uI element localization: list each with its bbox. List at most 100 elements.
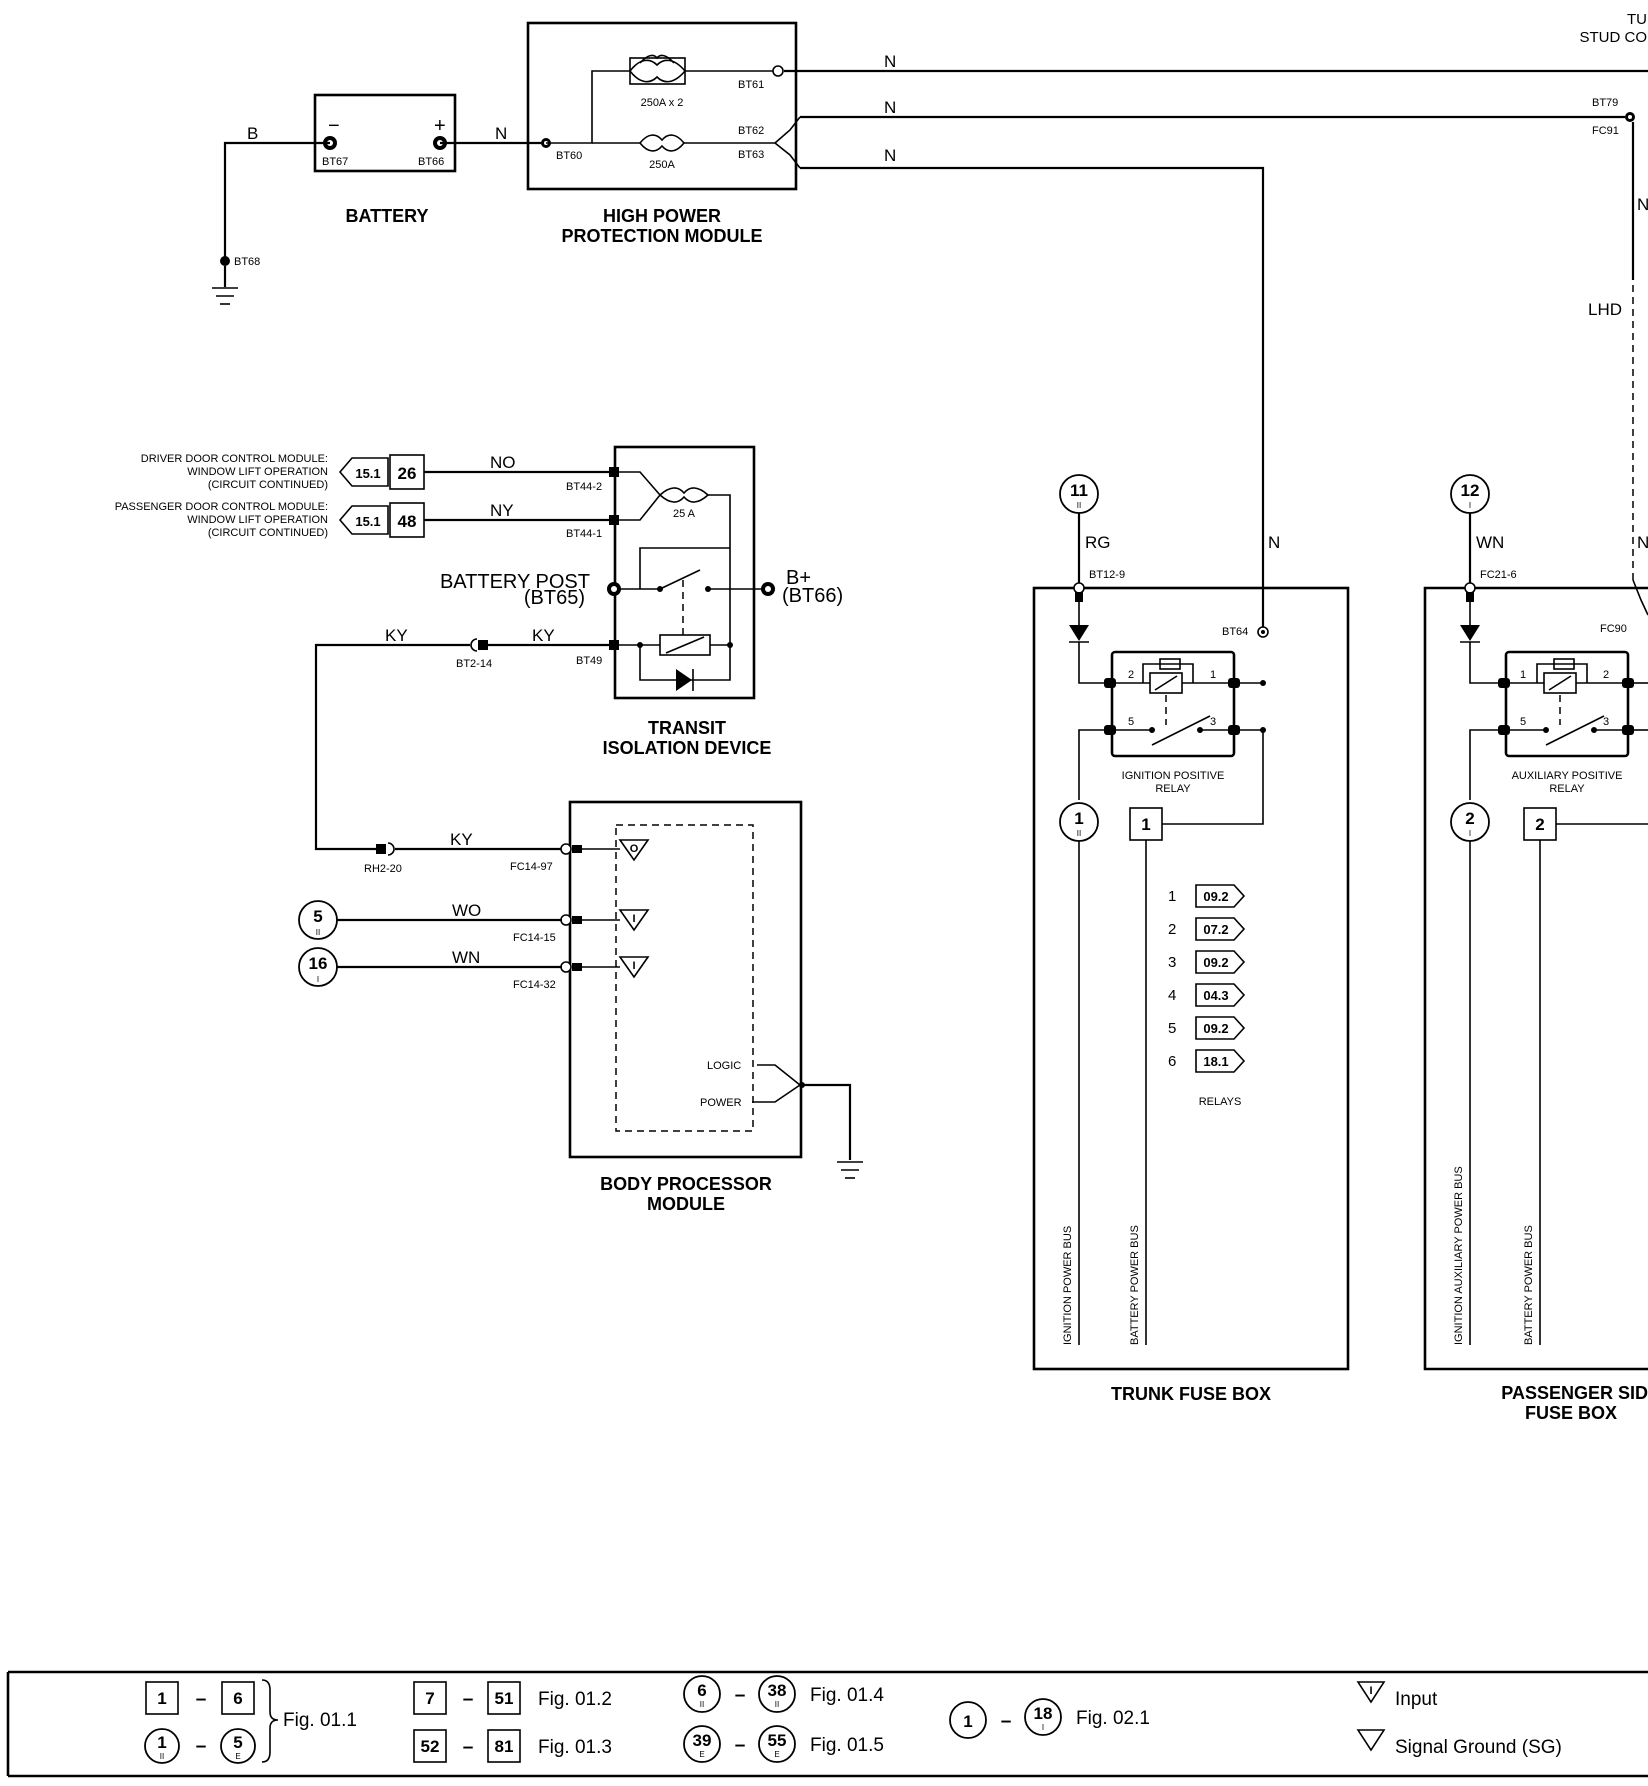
- door-ref-passenger-line2: WINDOW LIFT OPERATION: [187, 514, 328, 526]
- legend-sg: Signal Ground (SG): [1395, 1737, 1562, 1758]
- legend-g2-a: 7: [425, 1689, 434, 1708]
- legend-g1-cs: II: [160, 1752, 164, 1761]
- pass-pin5: 5: [1520, 716, 1526, 728]
- legend-g4-dash: –: [735, 1685, 746, 1706]
- high-power-protection-module: BT60 250A x 2 250A BT61 BT62 BT63 HIGH P…: [526, 21, 801, 246]
- pass-ref12-sub: I: [1469, 501, 1471, 510]
- door-ref-driver-line1: DRIVER DOOR CONTROL MODULE:: [141, 453, 328, 465]
- trunk-title: TRUNK FUSE BOX: [1111, 1384, 1271, 1404]
- trunk-ref1c-sub: II: [1077, 829, 1081, 838]
- legend-g6-dash: –: [1001, 1711, 1012, 1732]
- wire-n-label-1: N: [495, 124, 507, 143]
- tid-t1: BT44-2: [566, 481, 602, 493]
- legend-g1-fig: Fig. 01.1: [283, 1710, 357, 1731]
- legend-g1-dash2: –: [196, 1736, 207, 1757]
- hppm-title-2: PROTECTION MODULE: [562, 226, 763, 246]
- body-processor-module: FC14-97 FC14-15 FC14-32 O I I LOGIC POWE…: [510, 800, 803, 1214]
- legend-g6-a: 1: [963, 1712, 972, 1731]
- wire-ky-label-2: KY: [385, 626, 408, 645]
- trunk-relay-ref6: 18.1: [1203, 1054, 1228, 1069]
- legend-g5-fig: Fig. 01.5: [810, 1735, 884, 1756]
- legend-g2-dash: –: [463, 1689, 474, 1710]
- bpm-title-2: MODULE: [647, 1194, 725, 1214]
- header-line2: STUD CO: [1580, 29, 1648, 46]
- legend-g1-dash1: –: [196, 1689, 207, 1710]
- door-ref-passenger-fig: 15.1: [355, 514, 380, 529]
- ground-terminal-bt68: BT68: [234, 256, 260, 268]
- hppm-title-1: HIGH POWER: [603, 206, 721, 226]
- wire-n-label-6: N: [1637, 195, 1648, 214]
- trunk-pin5: 5: [1128, 716, 1134, 728]
- pass-ref2c-num: 2: [1465, 809, 1474, 828]
- right-terminal-bt79: BT79: [1592, 97, 1618, 109]
- legend-g1-c: 1: [157, 1733, 166, 1752]
- pass-t1: FC21-6: [1480, 569, 1517, 581]
- bpm-c1: FC14-97: [510, 861, 553, 873]
- trunk-relay-n3: 3: [1168, 954, 1176, 971]
- wire-wn-label-1: WN: [452, 948, 480, 967]
- right-lhd-label: LHD: [1588, 300, 1622, 319]
- trunk-relay-n4: 4: [1168, 987, 1176, 1004]
- door-ref-driver-fig: 15.1: [355, 466, 380, 481]
- door-ref-passenger: PASSENGER DOOR CONTROL MODULE: WINDOW LI…: [115, 501, 425, 539]
- wire-ny-label: NY: [490, 501, 514, 520]
- pass-bus2: BATTERY POWER BUS: [1523, 1225, 1535, 1345]
- trunk-pin3: 3: [1210, 716, 1216, 728]
- door-ref-passenger-num: 48: [398, 512, 417, 531]
- battery-pos-terminal: BT66: [418, 156, 444, 168]
- bpm-ground: [799, 1082, 863, 1179]
- ref-5-sub: II: [316, 928, 320, 937]
- tid-post-1: BATTERY POST: [440, 571, 590, 593]
- wire-wo-label: WO: [452, 901, 481, 920]
- pass-pin2: 2: [1603, 669, 1609, 681]
- pass-title-2: FUSE BOX: [1525, 1403, 1617, 1423]
- trunk-relay-ref3: 09.2: [1203, 955, 1228, 970]
- wire-n-label-7: N: [1637, 533, 1648, 552]
- battery-neg-terminal: BT67: [322, 156, 348, 168]
- legend-g3-a: 52: [421, 1737, 440, 1756]
- pass-relay-1: AUXILIARY POSITIVE: [1512, 770, 1623, 782]
- hppm-out3-terminal: BT63: [738, 149, 764, 161]
- legend-g5-as: E: [699, 1750, 704, 1759]
- bpm-sym-o: O: [630, 843, 639, 855]
- ref-5-num: 5: [313, 907, 322, 926]
- legend-g1-ds: E: [235, 1752, 240, 1761]
- tid-fuse: 25 A: [673, 508, 696, 520]
- pass-title-1: PASSENGER SID: [1501, 1383, 1648, 1403]
- legend-g1-b: 6: [233, 1689, 242, 1708]
- right-fc90-terminal: FC90: [1600, 623, 1627, 635]
- ref-5: 5 II: [298, 900, 338, 940]
- trunk-relay-1: IGNITION POSITIVE: [1122, 770, 1225, 782]
- pass-pin3: 3: [1603, 716, 1609, 728]
- bpm-c3: FC14-32: [513, 979, 556, 991]
- pass-relay-2: RELAY: [1549, 783, 1585, 795]
- pass-ref2c-sub: I: [1469, 829, 1471, 838]
- trunk-ref11-num: 11: [1070, 481, 1088, 500]
- wire-rg-label: RG: [1085, 533, 1111, 552]
- legend: 1 – 6 1 II – 5 E Fig. 01.1 7 – 51 Fig. 0…: [6, 1670, 1648, 1778]
- wire-ky-label-1: KY: [532, 626, 555, 645]
- pass-pin1: 1: [1520, 669, 1526, 681]
- door-ref-passenger-line1: PASSENGER DOOR CONTROL MODULE:: [115, 501, 328, 513]
- tid-t3: BT49: [576, 655, 602, 667]
- trunk-relay-ref1: 09.2: [1203, 889, 1228, 904]
- legend-g5-bs: E: [774, 1750, 779, 1759]
- legend-g6-bs: I: [1042, 1723, 1044, 1732]
- legend-g2-b: 51: [495, 1689, 514, 1708]
- legend-g4-b: 38: [768, 1681, 787, 1700]
- battery: − + BT67 BT66 BATTERY: [313, 93, 457, 226]
- legend-g3-fig: Fig. 01.3: [538, 1737, 612, 1758]
- legend-g1-d: 5: [233, 1733, 242, 1752]
- ref-16: 16 I: [298, 947, 338, 987]
- bpm-logic: LOGIC: [707, 1060, 741, 1072]
- wire-n-label-5: N: [1268, 533, 1280, 552]
- door-ref-driver: DRIVER DOOR CONTROL MODULE: WINDOW LIFT …: [141, 453, 425, 491]
- trunk-relay-n2: 2: [1168, 921, 1176, 938]
- trunk-relay-ref5: 09.2: [1203, 1021, 1228, 1036]
- legend-g5-a: 39: [693, 1731, 712, 1750]
- bpm-c2: FC14-15: [513, 932, 556, 944]
- door-ref-driver-num: 26: [398, 464, 417, 483]
- tid-t2: BT44-1: [566, 528, 602, 540]
- tid-bplus-2: (BT66): [782, 585, 843, 607]
